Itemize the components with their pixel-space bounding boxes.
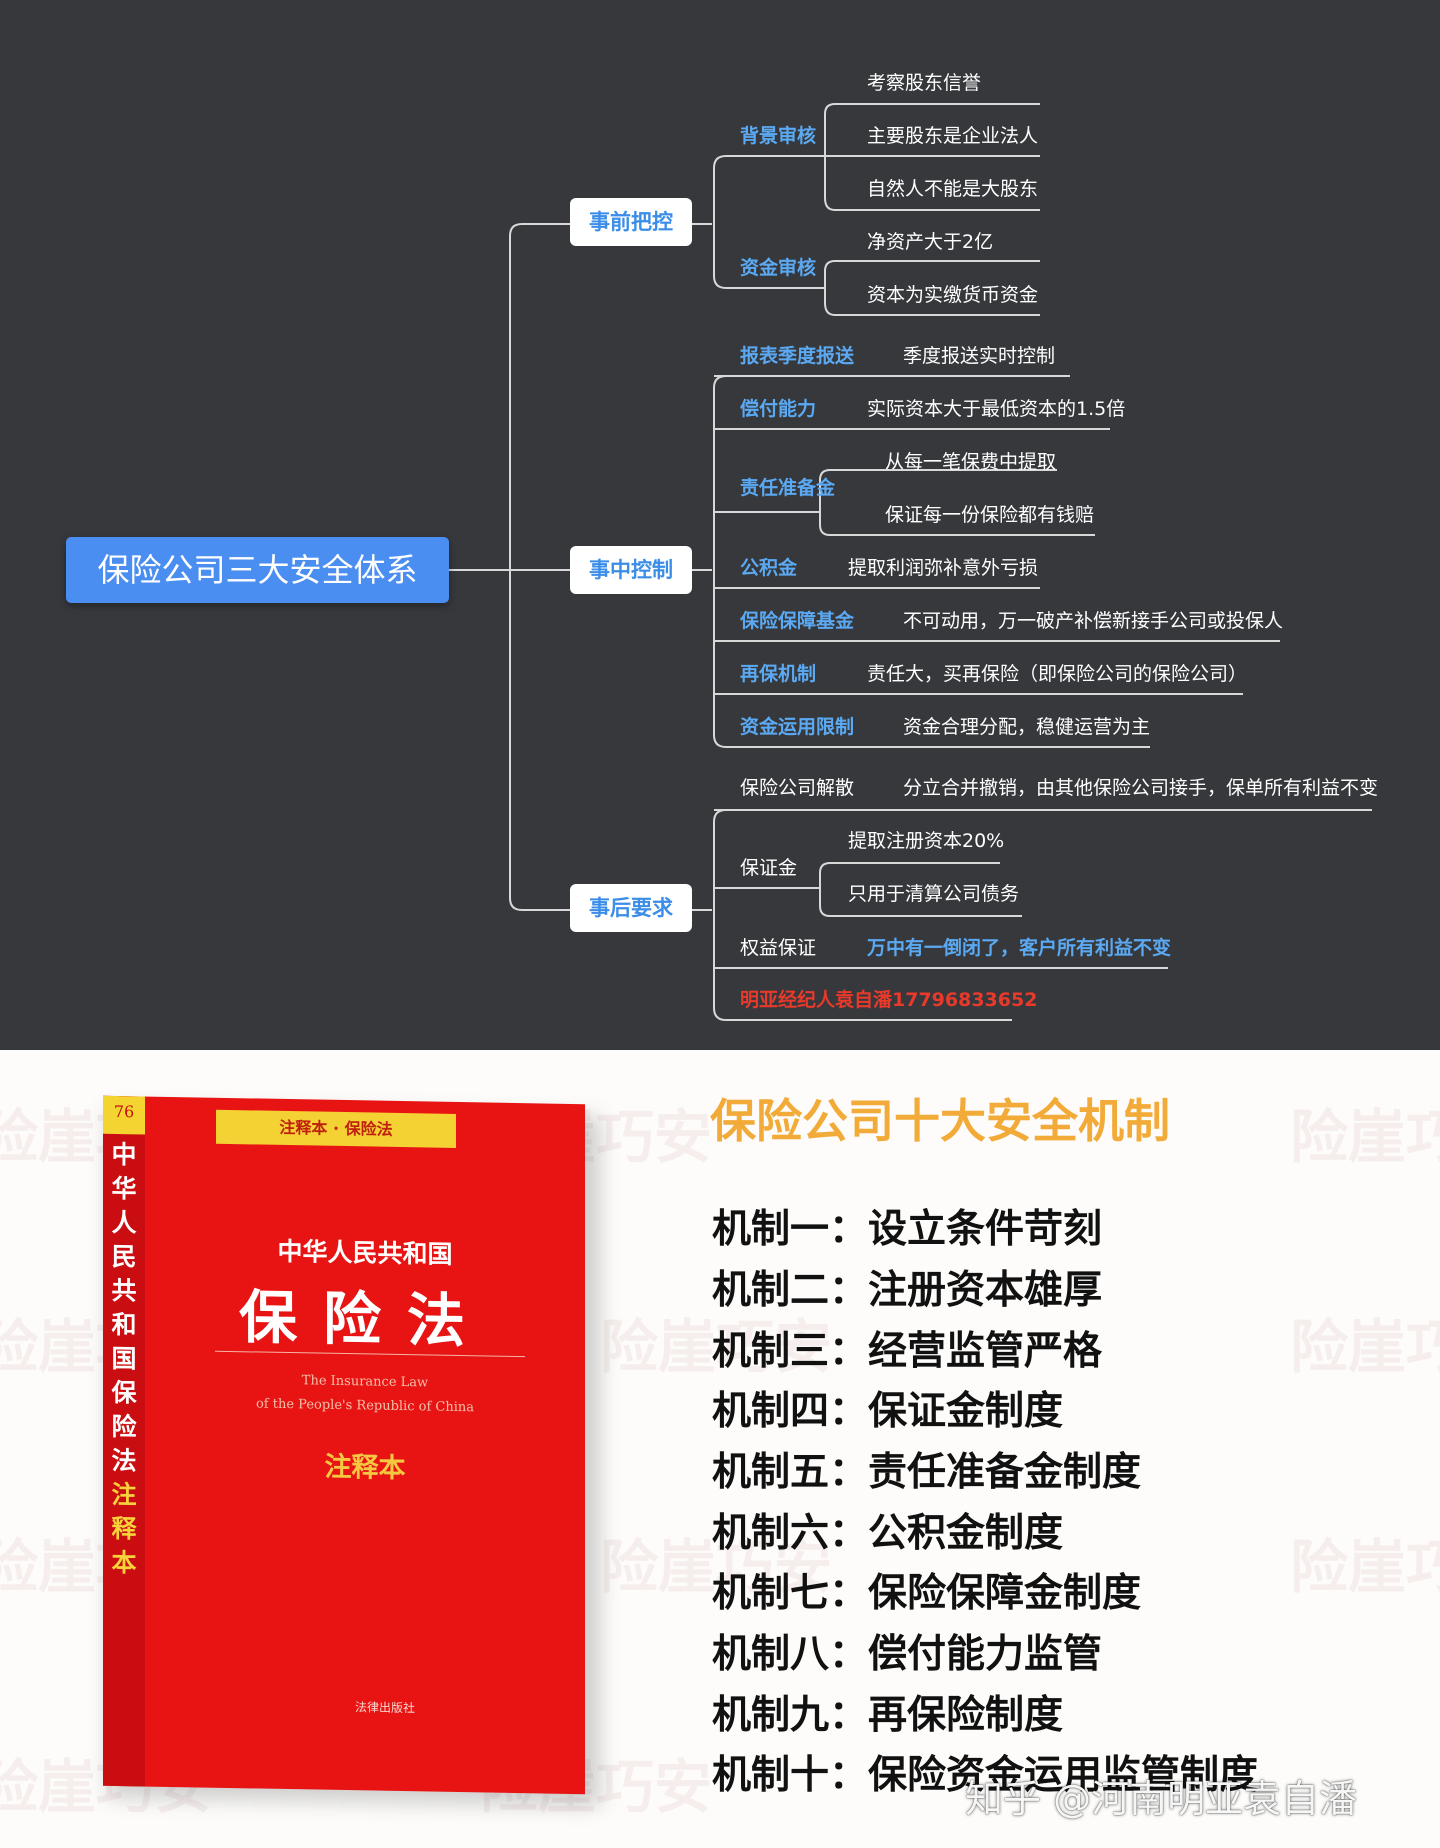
node-accumulation-desc: 提取利润弥补意外亏损 [848, 557, 1039, 579]
insurance-law-book: 76 中华人民共和国保险法 注释本 注释本 · 保险法 中华人民共和国 保险法 … [103, 1095, 585, 1795]
mechanism-item: 机制八：偿付能力监管 [712, 1632, 1103, 1677]
node-usage-desc: 资金合理分配，稳健运营为主 [903, 716, 1151, 738]
book-annotation-label: 注释本 [324, 1451, 406, 1485]
book-english-title: The Insurance Law of the People's Republ… [255, 1373, 475, 1416]
mindmap-root: 保险公司三大安全体系 [66, 537, 449, 603]
node-bg-item: 主要股东是企业法人 [867, 125, 1039, 147]
node-reinsurance-desc: 责任大，买再保险（即保险公司的保险公司） [867, 663, 1248, 685]
watermark: 险崖巧安 [600, 1313, 833, 1381]
node-usage: 资金运用限制 [740, 716, 855, 738]
book-top-band: 注释本 · 保险法 [216, 1109, 456, 1148]
watermark: 险崖巧安 [1290, 1313, 1440, 1381]
zhihu-watermark: 知乎 @河南明亚袁自潘 [965, 1777, 1358, 1821]
node-rights: 权益保证 [740, 937, 817, 959]
mindmap-panel: 保险公司三大安全体系 事前把控 事中控制 事后要求 背景审核 考察股东信誉 主要… [0, 0, 1440, 1050]
node-deposit-item: 提取注册资本20% [848, 830, 1005, 852]
node-background-review: 背景审核 [740, 125, 817, 147]
node-contact: 明亚经纪人袁自潘17796833652 [740, 989, 1038, 1011]
mechanism-item: 机制一：设立条件苛刻 [712, 1207, 1103, 1252]
node-solvency-desc: 实际资本大于最低资本的1.5倍 [867, 398, 1126, 420]
category-pre: 事前把控 [570, 198, 692, 246]
category-mid: 事中控制 [570, 546, 692, 594]
book-publisher: 法律出版社 [354, 1700, 415, 1716]
node-fund: 保险保障基金 [740, 610, 855, 632]
node-bg-item: 自然人不能是大股东 [867, 178, 1039, 200]
mechanism-item: 机制七：保险保障金制度 [712, 1571, 1142, 1616]
book-title-big: 保险法 [238, 1283, 491, 1356]
watermark: 险崖巧安 [600, 1533, 833, 1601]
node-reserve: 责任准备金 [740, 477, 836, 499]
node-deposit: 保证金 [740, 857, 798, 879]
node-cap-item: 资本为实缴货币资金 [867, 284, 1039, 306]
mechanisms-title: 保险公司十大安全机制 [710, 1094, 1170, 1148]
mechanism-item: 机制五：责任准备金制度 [712, 1450, 1142, 1495]
mechanism-item: 机制二：注册资本雄厚 [712, 1268, 1103, 1313]
book-title-small: 中华人民共和国 [277, 1236, 453, 1269]
node-reinsurance: 再保机制 [740, 663, 817, 685]
node-report: 报表季度报送 [740, 345, 855, 367]
book-spine-text: 中华人民共和国保险法 注释本 [111, 1139, 137, 1578]
node-rights-desc: 万中有一倒闭了，客户所有利益不变 [867, 937, 1172, 959]
watermark: 险崖巧安 [1290, 1533, 1440, 1601]
mechanism-item: 机制四：保证金制度 [712, 1389, 1064, 1434]
node-reserve-item: 从每一笔保费中提取 [885, 451, 1057, 473]
node-report-desc: 季度报送实时控制 [903, 345, 1056, 367]
node-accumulation: 公积金 [740, 557, 798, 579]
mechanism-item: 机制十：保险资金运用监管制度 [712, 1753, 1259, 1798]
mechanism-item: 机制三：经营监管严格 [712, 1329, 1103, 1374]
node-capital-review: 资金审核 [740, 257, 817, 279]
book-number: 76 [113, 1101, 135, 1122]
mindmap-connectors [449, 103, 1372, 1021]
node-bg-item: 考察股东信誉 [867, 72, 982, 94]
mechanism-item: 机制六：公积金制度 [712, 1511, 1064, 1556]
node-cap-item: 净资产大于2亿 [867, 231, 994, 253]
node-dissolution: 保险公司解散 [740, 777, 855, 799]
node-dissolution-desc: 分立合并撤销，由其他保险公司接手，保单所有利益不变 [903, 777, 1379, 799]
node-deposit-item: 只用于清算公司债务 [848, 883, 1020, 905]
node-fund-desc: 不可动用，万一破产补偿新接手公司或投保人 [903, 610, 1284, 632]
watermark: 险崖巧安 [1290, 1103, 1440, 1171]
node-reserve-item: 保证每一份保险都有钱赔 [885, 504, 1095, 526]
mechanism-item: 机制九：再保险制度 [712, 1693, 1064, 1738]
category-post: 事后要求 [570, 884, 692, 932]
node-solvency: 偿付能力 [740, 398, 817, 420]
